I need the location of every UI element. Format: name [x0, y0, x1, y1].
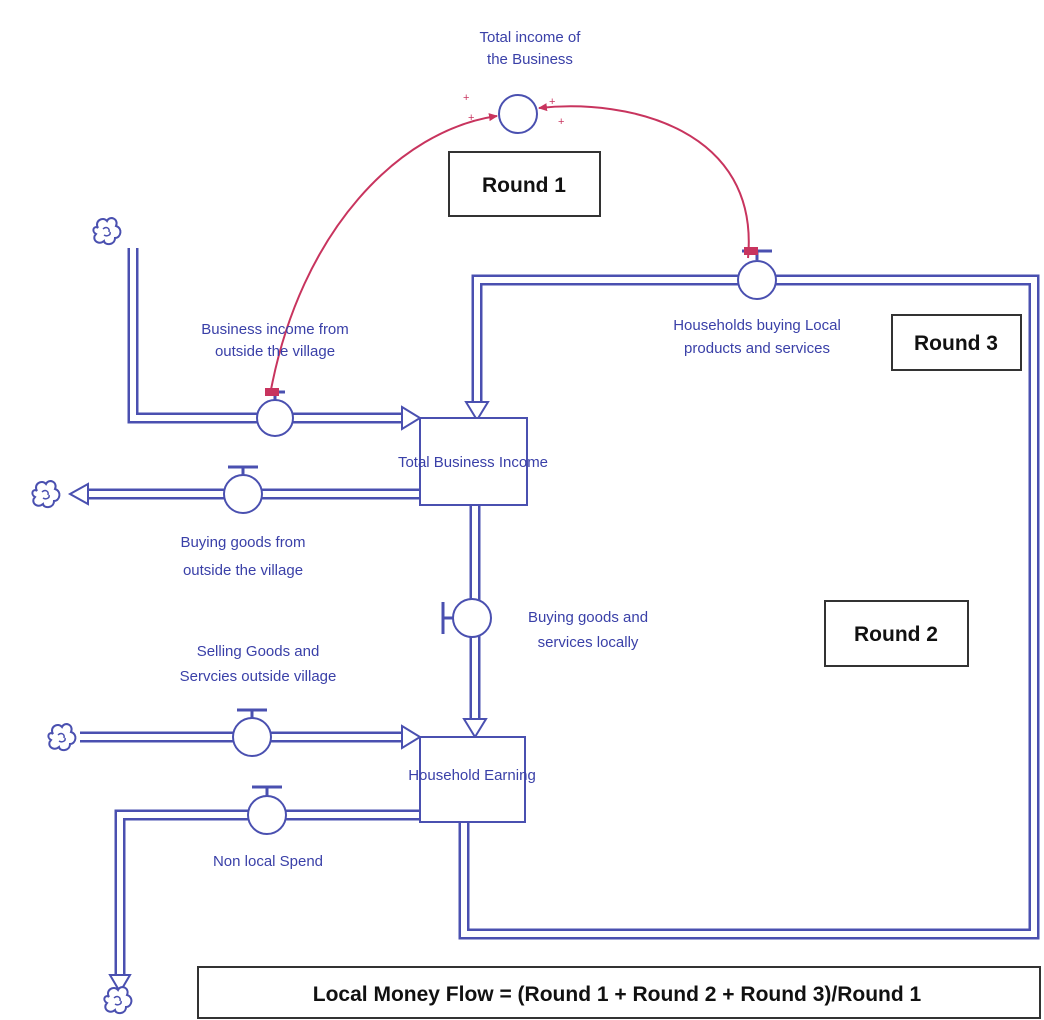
valve-icon[interactable] [737, 249, 777, 300]
label-buying-goods-locally-line1: Buying goods and [528, 609, 648, 626]
stock-household-earning-label: Household Earning [408, 767, 536, 784]
polarity-sign: + [463, 92, 469, 104]
round-2-label: Round 2 [854, 623, 938, 646]
label-selling-goods-line2: Servcies outside village [180, 668, 337, 685]
cloud-source-icon [47, 723, 77, 752]
label-households-buying-line2: products and services [684, 340, 830, 357]
stock-total-business-income-label: Total Business Income [398, 454, 548, 471]
pipe-households-buying-local [458, 274, 1040, 940]
label-buying-goods-outside-line2: outside the village [183, 562, 303, 579]
arrow-into-he-left [401, 724, 422, 750]
aux-total-income-of-business[interactable] [498, 94, 538, 134]
polarity-sign: + [468, 112, 474, 124]
cloud-sink-icon [31, 480, 61, 509]
valve-icon[interactable] [232, 708, 272, 757]
round-3-box [891, 314, 1022, 371]
label-households-buying-line1: Households buying Local [673, 317, 841, 334]
round-3-label: Round 3 [914, 332, 998, 355]
cloud-sink-icon [103, 986, 133, 1015]
stock-household-earning[interactable] [419, 736, 526, 823]
link-business-income-to-total [269, 113, 498, 396]
arrow-out-left [67, 482, 89, 506]
label-total-income-line2: the Business [487, 51, 573, 68]
label-non-local-spend: Non local Spend [213, 853, 323, 870]
label-buying-goods-outside-line1: Buying goods from [180, 534, 305, 551]
pipe-non-local-spend [114, 809, 420, 978]
round-2-box [824, 600, 969, 667]
arrow-out-down [108, 974, 132, 994]
label-selling-goods-line1: Selling Goods and [197, 643, 320, 660]
link-anchor [265, 388, 279, 396]
formula-text: Local Money Flow = (Round 1 + Round 2 + … [313, 983, 922, 1006]
label-business-income-line2: outside the village [215, 343, 335, 360]
cloud-source-icon [92, 217, 122, 246]
arrow-into-he-top [462, 718, 488, 739]
link-households-to-total [538, 103, 750, 259]
label-business-income-line1: Business income from [201, 321, 349, 338]
polarity-sign: + [549, 96, 555, 108]
round-1-label: Round 1 [482, 174, 566, 197]
arrow-into-tbi-left [401, 405, 422, 431]
label-buying-goods-locally-line2: services locally [538, 634, 639, 651]
arrowheads [67, 401, 490, 994]
valve-icon[interactable] [441, 598, 492, 638]
valve-icon[interactable] [247, 785, 287, 835]
label-total-income-line1: Total income of [480, 29, 582, 46]
link-anchor [744, 247, 758, 255]
stock-total-business-income[interactable] [419, 417, 528, 506]
formula-box [197, 966, 1041, 1019]
round-1-box [448, 151, 601, 217]
pipe-business-income-outside [127, 248, 405, 424]
valve-icon[interactable] [256, 390, 294, 437]
polarity-sign: + [558, 116, 564, 128]
valve-icon[interactable] [223, 465, 263, 514]
arrow-into-tbi-top [464, 401, 490, 422]
